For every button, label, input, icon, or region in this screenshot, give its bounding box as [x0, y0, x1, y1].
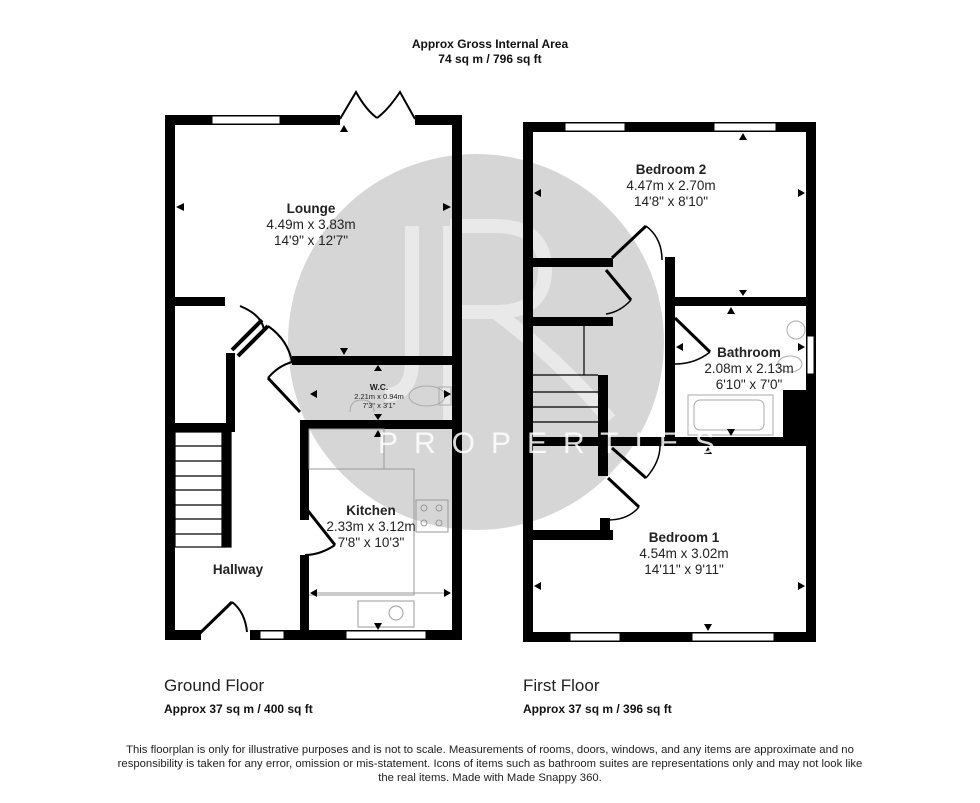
room-bedroom-1: Bedroom 1 4.54m x 3.02m 14'11" x 9'11" [639, 530, 728, 578]
room-hallway: Hallway [213, 562, 263, 578]
room-name: W.C. [369, 382, 389, 392]
first-floor-walls [523, 122, 816, 642]
ground-floor-doors [195, 305, 337, 638]
room-name: Lounge [286, 201, 336, 216]
room-imperial: 7'8" x 10'3" [337, 535, 405, 550]
room-metric: 2.08m x 2.13m [704, 361, 794, 376]
ground-floor-stairs [174, 431, 232, 548]
first-floor-windows [564, 122, 815, 642]
watermark-text: PROPERTIES [378, 427, 731, 460]
room-name: Bedroom 2 [635, 162, 707, 177]
room-metric: 4.54m x 3.02m [639, 546, 729, 561]
ground-floor-title: Ground Floor [164, 676, 265, 695]
room-imperial: 14'11" x 9'11" [644, 562, 724, 577]
measurement-arrows [176, 125, 805, 631]
room-imperial: 14'8" x 8'10" [633, 194, 709, 209]
first-floor-stairs [533, 326, 598, 423]
gross-area-header: Approx Gross Internal Area 74 sq m / 796… [0, 37, 980, 67]
room-metric: 4.47m x 2.70m [626, 178, 716, 193]
room-name: Bathroom [717, 345, 781, 360]
room-metric: 4.49m x 3.83m [266, 217, 356, 232]
french-doors-icon [339, 89, 416, 120]
room-lounge: Lounge 4.49m x 3.83m 14'9" x 12'7" [266, 201, 355, 249]
ground-floor-area: Approx 37 sq m / 400 sq ft [164, 702, 313, 716]
room-imperial: 14'9" x 12'7" [273, 233, 349, 248]
gross-area-title: Approx Gross Internal Area [411, 37, 569, 51]
room-imperial: 6'10" x 7'0" [715, 377, 783, 392]
room-bathroom: Bathroom 2.08m x 2.13m 6'10" x 7'0" [704, 345, 793, 393]
first-floor-title: First Floor [523, 676, 600, 695]
disclaimer-text: This floorplan is only for illustrative … [117, 744, 863, 784]
first-floor-doors [604, 224, 712, 521]
kitchen-fixtures [308, 428, 449, 628]
room-name: Kitchen [346, 503, 396, 518]
room-metric: 2.21m x 0.94m [354, 392, 404, 401]
room-wc: W.C. 2.21m x 0.94m 7'3" x 3'1" [354, 382, 404, 411]
watermark-circle [288, 154, 664, 530]
first-floor-area: Approx 37 sq m / 396 sq ft [523, 702, 672, 716]
room-imperial: 7'3" x 3'1" [362, 401, 396, 410]
room-metric: 2.33m x 3.12m [326, 519, 416, 534]
room-name: Bedroom 1 [648, 530, 720, 545]
room-bedroom-2: Bedroom 2 4.47m x 2.70m 14'8" x 8'10" [626, 162, 715, 210]
room-name: Hallway [212, 562, 264, 577]
gross-area-value: 74 sq m / 796 sq ft [438, 52, 542, 66]
ground-floor-windows [211, 115, 427, 640]
room-kitchen: Kitchen 2.33m x 3.12m 7'8" x 10'3" [326, 503, 415, 551]
